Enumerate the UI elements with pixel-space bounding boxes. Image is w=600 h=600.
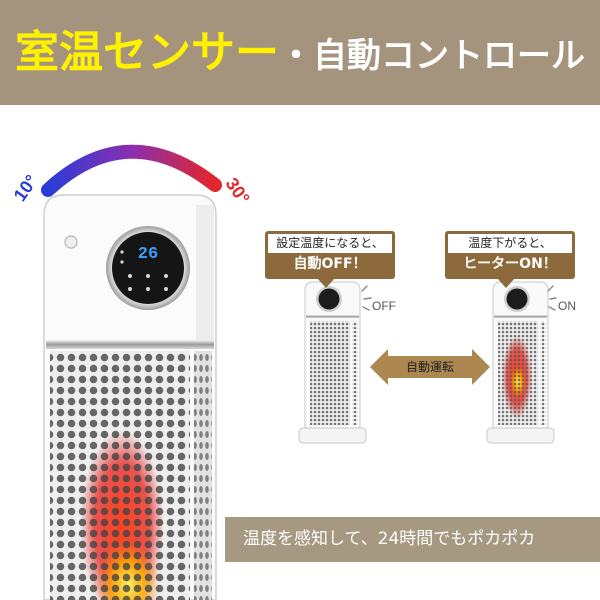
front-grille bbox=[50, 351, 190, 600]
display-indicator bbox=[120, 250, 124, 254]
off-mark bbox=[361, 285, 368, 292]
banner-title: 室温センサー・自動コントロール bbox=[15, 28, 585, 87]
small-heater-base bbox=[298, 427, 367, 444]
small-display bbox=[318, 288, 340, 310]
display-indicator bbox=[164, 274, 168, 278]
display-indicators bbox=[120, 250, 168, 291]
callout-heater-on: 温度下がると、 ヒーターON！ bbox=[445, 231, 575, 288]
off-mark bbox=[362, 306, 370, 311]
off-marks bbox=[361, 285, 372, 311]
on-mark bbox=[549, 297, 557, 300]
off-state-label: OFF bbox=[372, 299, 396, 313]
small-grille bbox=[498, 321, 538, 425]
display-indicator bbox=[120, 260, 124, 264]
title-rest: ・自動コントロール bbox=[279, 36, 585, 76]
auto-run-label: 自動運転 bbox=[405, 360, 454, 374]
on-marks bbox=[547, 285, 557, 311]
temperature-arc bbox=[41, 144, 222, 197]
on-mark bbox=[548, 306, 556, 311]
small-display bbox=[506, 288, 528, 310]
callout-condition: 温度下がると、 bbox=[448, 234, 572, 253]
on-mark bbox=[547, 285, 554, 292]
on-state-label: ON bbox=[558, 299, 576, 313]
small-heater-base bbox=[486, 427, 555, 444]
display-indicator bbox=[128, 287, 132, 291]
small-side-grille bbox=[540, 321, 546, 425]
small-grille bbox=[310, 321, 350, 425]
small-heater-on bbox=[486, 281, 555, 444]
power-button bbox=[64, 235, 78, 249]
main-heater: 26 bbox=[43, 194, 217, 600]
callout-result: 自動OFF！ bbox=[293, 256, 367, 272]
silver-trim bbox=[46, 340, 214, 349]
small-silver-trim bbox=[494, 315, 547, 318]
display-indicator bbox=[128, 274, 132, 278]
callout-auto-off: 設定温度になると、 自動OFF！ bbox=[265, 231, 395, 288]
caption-bar: 温度を感知して、24時間でもポカポカ bbox=[225, 517, 600, 562]
small-silver-trim bbox=[306, 315, 359, 318]
title-highlight: 室温センサー bbox=[15, 27, 279, 78]
callout-condition: 設定温度になると、 bbox=[268, 234, 392, 253]
display-temperature: 26 bbox=[138, 245, 158, 264]
side-grille bbox=[194, 351, 212, 600]
small-side-grille bbox=[352, 321, 358, 425]
callout-result: ヒーターON！ bbox=[463, 256, 557, 272]
display-panel bbox=[112, 232, 184, 304]
auto-run-arrow bbox=[370, 349, 490, 385]
display-indicator bbox=[146, 287, 150, 291]
title-banner: 室温センサー・自動コントロール bbox=[0, 0, 600, 105]
display-indicator bbox=[164, 287, 168, 291]
display-indicator bbox=[146, 274, 150, 278]
off-mark bbox=[363, 297, 372, 300]
small-heater-off bbox=[298, 281, 367, 444]
heater-side-panel bbox=[196, 205, 214, 340]
